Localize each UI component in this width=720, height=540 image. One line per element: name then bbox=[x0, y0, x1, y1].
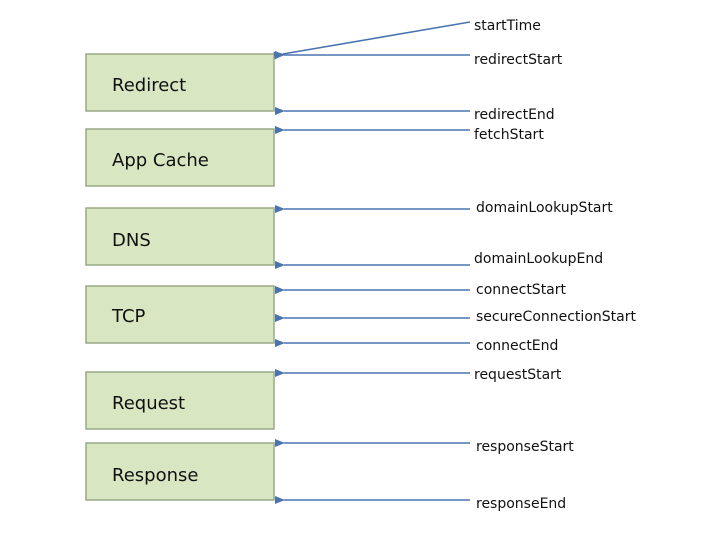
phase-response: Response bbox=[85, 442, 275, 501]
event-label-requeststart: requestStart bbox=[474, 367, 562, 383]
event-label-domainlookupstart: domainLookupStart bbox=[476, 200, 613, 216]
event-label-redirectstart: redirectStart bbox=[474, 52, 563, 68]
event-label-connectstart: connectStart bbox=[476, 282, 567, 298]
phase-box bbox=[85, 442, 275, 501]
phase-label: DNS bbox=[112, 230, 151, 251]
event-label-domainlookupend: domainLookupEnd bbox=[474, 251, 603, 267]
phase-label: Request bbox=[112, 393, 185, 414]
event-label-responsestart: responseStart bbox=[476, 439, 574, 455]
phase-label: Response bbox=[112, 465, 198, 486]
event-label-fetchstart: fetchStart bbox=[474, 127, 544, 143]
event-label-redirectend: redirectEnd bbox=[474, 107, 555, 123]
event-label-starttime: startTime bbox=[474, 18, 541, 34]
phase-redirect: Redirect bbox=[85, 53, 275, 112]
phase-app-cache: App Cache bbox=[85, 128, 275, 187]
phase-label: Redirect bbox=[112, 75, 186, 96]
phase-box bbox=[85, 207, 275, 266]
phase-box bbox=[85, 285, 275, 344]
phase-request: Request bbox=[85, 371, 275, 430]
phase-tcp: TCP bbox=[85, 285, 275, 344]
phase-box bbox=[85, 371, 275, 430]
event-label-responseend: responseEnd bbox=[476, 496, 566, 512]
event-label-connectend: connectEnd bbox=[476, 338, 558, 354]
arrow-starttime bbox=[273, 21, 471, 60]
phase-label: App Cache bbox=[112, 150, 209, 171]
phase-label: TCP bbox=[111, 306, 146, 327]
phase-box bbox=[85, 128, 275, 187]
phase-box bbox=[85, 53, 275, 112]
event-label-secureconnectionstart: secureConnectionStart bbox=[476, 309, 636, 325]
phase-dns: DNS bbox=[85, 207, 275, 266]
